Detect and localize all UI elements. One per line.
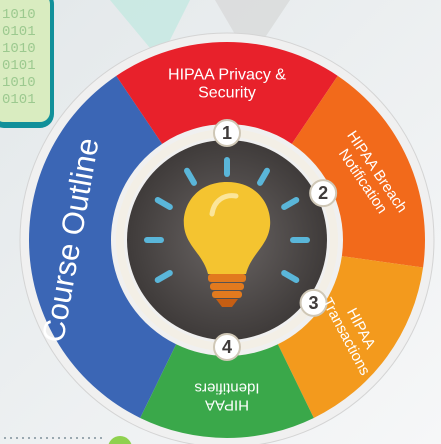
light-ray <box>184 167 197 186</box>
section-1-label-line-2: Security <box>198 85 256 102</box>
number-badge-1 <box>213 119 241 147</box>
segment-1 <box>116 42 338 144</box>
segment-4 <box>140 344 314 438</box>
badge-number-3: 3 <box>309 293 319 313</box>
section-1-label-line-1: HIPAA Privacy & <box>168 67 286 84</box>
light-ray <box>281 270 300 283</box>
bottom-decoration <box>4 436 132 444</box>
badge-number-2: 2 <box>318 183 328 203</box>
badge-number-4: 4 <box>222 337 232 357</box>
light-ray <box>281 197 300 210</box>
light-ray <box>257 167 270 186</box>
number-badge-3 <box>299 288 328 317</box>
decorative-beam-left <box>110 0 190 60</box>
binary-row: 0101 <box>2 24 36 40</box>
decorative-beam-right <box>215 0 290 60</box>
segment-3 <box>277 256 424 418</box>
segment-course-outline <box>29 75 177 418</box>
binary-row: 1010 <box>2 41 36 57</box>
section-4-label-line-2: Identifiers <box>194 379 259 396</box>
badge-number-1: 1 <box>222 123 232 143</box>
binary-row: 1010 <box>2 75 36 91</box>
lightbulb-icon <box>183 182 271 307</box>
number-badge-2 <box>309 179 338 208</box>
light-ray <box>154 197 173 210</box>
binary-row: 1010 <box>2 7 36 23</box>
number-badge-4 <box>213 333 241 361</box>
segment-2 <box>291 75 426 268</box>
binary-row: 0101 <box>2 92 36 108</box>
section-4-label-line-1: HIPAA <box>205 396 249 413</box>
binary-row: 0101 <box>2 58 36 74</box>
light-rays <box>144 157 310 283</box>
light-ray <box>154 270 173 283</box>
